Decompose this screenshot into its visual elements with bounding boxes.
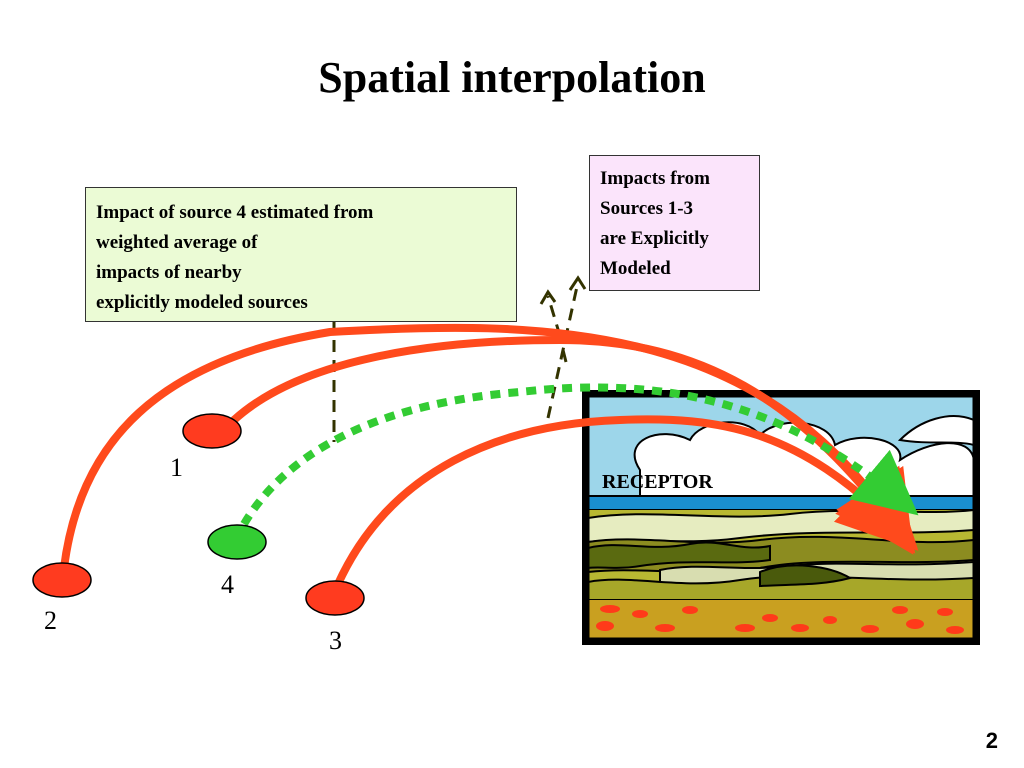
note-line: Impact of source 4 estimated from <box>96 202 374 223</box>
source-4-label: 4 <box>221 570 234 599</box>
explicit-model-note-box: Impacts from Sources 1-3 are Explicitly … <box>589 155 760 291</box>
dashed-arrows-up <box>546 281 580 419</box>
note-line: impacts of nearby <box>96 262 242 283</box>
source-3-label: 3 <box>329 626 342 655</box>
source-4-marker <box>207 524 267 560</box>
arrow-source-1 <box>230 335 916 554</box>
interpolation-note-box: Impact of source 4 estimated from weight… <box>85 187 517 322</box>
arrow-source-3 <box>334 415 919 588</box>
page-title: Spatial interpolation <box>318 53 706 102</box>
note-line: explicitly modeled sources <box>96 292 308 313</box>
note-line: are Explicitly <box>600 228 709 249</box>
source-1-marker <box>182 413 242 449</box>
source-2-label: 2 <box>44 606 57 635</box>
note-line: Sources 1-3 <box>600 198 694 219</box>
note-line: Impacts from <box>600 168 710 189</box>
source-2-marker <box>32 562 92 598</box>
source-1-label: 1 <box>170 453 183 482</box>
page-number: 2 <box>985 728 998 753</box>
note-line: Modeled <box>600 258 671 279</box>
arrow-source-4 <box>240 383 919 527</box>
note-line: weighted average of <box>96 232 258 253</box>
receptor-label: RECEPTOR <box>602 471 713 493</box>
source-3-marker <box>305 580 365 616</box>
